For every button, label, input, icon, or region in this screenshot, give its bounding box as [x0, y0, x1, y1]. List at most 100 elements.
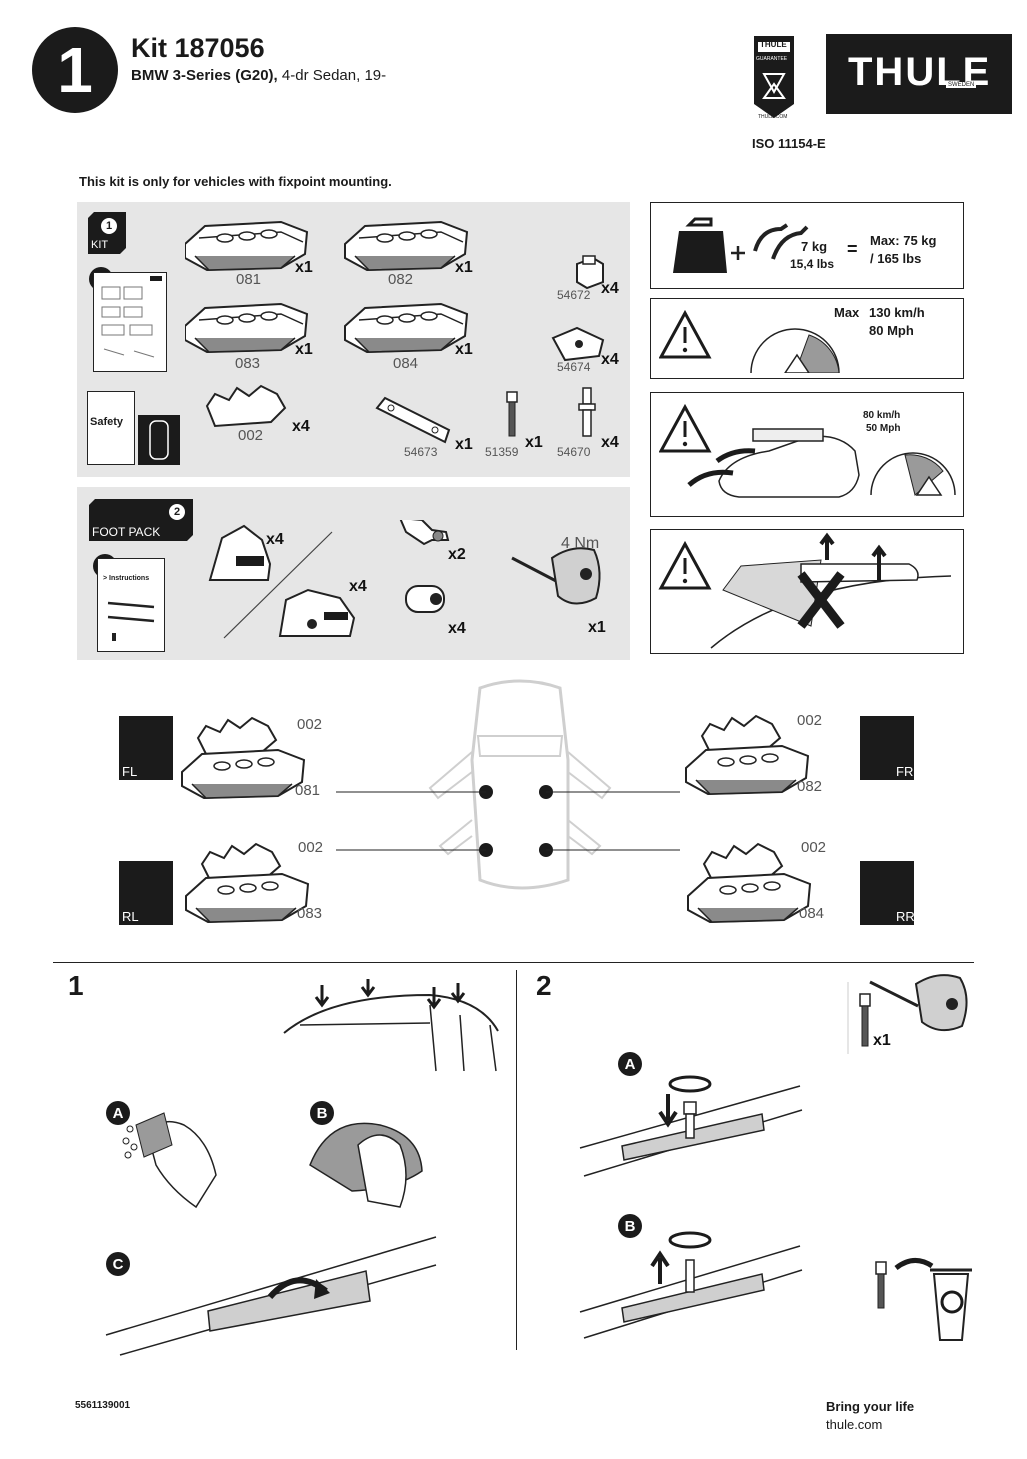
vehicle-detail: 4-dr Sedan, 19- — [277, 67, 387, 84]
fl-pad-code: 002 — [297, 716, 323, 733]
screw-qty: x1 — [873, 1032, 891, 1049]
roof-rack-weight: 7 kg — [801, 239, 828, 254]
step-1b-badge: B — [310, 1101, 334, 1125]
foot-pack-badge-label: FOOT PACK — [92, 525, 161, 539]
speed-limit-box: Max 130 km/h 80 Mph — [650, 298, 964, 379]
part-54670-code: 54670 — [557, 445, 591, 459]
part-082-qty: x1 — [455, 259, 473, 276]
foot-instructions-booklet: > Instructions — [97, 558, 165, 652]
fl-block-code: 081 — [295, 782, 321, 799]
foot-pack-badge: 2 FOOT PACK — [89, 499, 193, 541]
placement-diagram — [181, 679, 811, 923]
crosswind-warning-box: 80 km/h 50 Mph — [650, 392, 964, 517]
safety-booklet-icon: Safety — [87, 391, 135, 465]
safety-car-diagram — [138, 415, 180, 465]
badge-bottom-text: THULE.COM — [758, 114, 788, 120]
block-083-drawing — [185, 303, 308, 353]
roof-rack-weight-lbs: 15,4 lbs — [790, 257, 835, 271]
fixpoint-note: This kit is only for vehicles with fixpo… — [79, 174, 392, 189]
weight-limit-box: 7 kg 15,4 lbs = Max: 75 kg / 165 lbs — [650, 202, 964, 289]
part-002-qty: x4 — [292, 418, 310, 435]
website-link[interactable]: thule.com — [826, 1417, 883, 1432]
safety-label: Safety — [90, 416, 124, 428]
guarantee-badge: THULE GUARANTEE THULE.COM — [752, 34, 796, 122]
equals-sign: = — [847, 239, 858, 259]
step-2-number: 2 — [536, 970, 552, 1001]
step-1-number: 1 — [68, 970, 84, 1001]
part-083-qty: x1 — [295, 341, 313, 358]
rr-label: RR — [896, 909, 915, 924]
vehicle-model: BMW 3-Series (G20), — [131, 67, 278, 84]
part-002-code: 002 — [238, 427, 264, 444]
rl-label: RL — [122, 909, 139, 924]
step-2-drawing — [579, 974, 972, 1341]
kit-parts-drawing — [185, 221, 605, 444]
block-081-drawing — [185, 221, 308, 271]
max-load-lbs: / 165 lbs — [870, 251, 922, 266]
badge-top-text: THULE — [760, 40, 787, 49]
max-load: Max: 75 kg — [870, 233, 937, 248]
step-2a-badge: A — [618, 1052, 642, 1076]
instructions-label: > Instructions — [103, 575, 150, 582]
slogan: Bring your life — [826, 1399, 915, 1414]
torque-value: 4 Nm — [561, 535, 600, 552]
tool-qty: x1 — [588, 619, 606, 636]
kit-badge: 1 KIT — [88, 212, 126, 254]
speed-kmh: 130 km/h — [869, 305, 925, 320]
no-lift-warning-box — [650, 529, 964, 654]
crosswind-speed-mph: 50 Mph — [866, 423, 901, 434]
part-081-code: 081 — [236, 271, 262, 288]
part-54672-qty: x4 — [601, 280, 619, 297]
part-54673-code: 54673 — [404, 445, 438, 459]
fr-label: FR — [896, 764, 914, 779]
rear-right-tile: RR — [860, 861, 915, 925]
crosswind-speed-kmh: 80 km/h — [863, 410, 901, 421]
kit-title: Kit 187056 — [131, 33, 265, 63]
instruction-booklet-icon — [93, 272, 167, 372]
step-2b-badge: B — [618, 1214, 642, 1238]
foot-1-qty: x4 — [266, 531, 284, 548]
kit-badge-label: KIT — [91, 239, 109, 251]
logo-sub-text: SWEDEN — [946, 82, 977, 88]
rl-pad-code: 002 — [298, 839, 324, 856]
step-divider — [516, 970, 517, 1350]
front-left-tile: FL — [119, 716, 173, 780]
lock-qty: x4 — [448, 620, 466, 637]
key-qty: x2 — [448, 546, 466, 563]
part-083-code: 083 — [235, 355, 261, 372]
section-divider — [53, 962, 974, 963]
part-084-qty: x1 — [455, 341, 473, 358]
vehicle-line: BMW 3-Series (G20), 4-dr Sedan, 19- — [131, 67, 386, 84]
front-right-tile: FR — [860, 716, 914, 780]
part-084-code: 084 — [393, 355, 419, 372]
thule-logo: THULE SWEDEN — [826, 34, 1012, 114]
kit-badge-number: 1 — [101, 218, 117, 234]
badge-mid-text: GUARANTEE — [756, 56, 788, 62]
foot-pack-drawing — [208, 520, 601, 639]
fl-label: FL — [122, 764, 138, 779]
fr-block-code: 082 — [797, 778, 823, 795]
fr-pad-code: 002 — [797, 712, 823, 729]
part-081-qty: x1 — [295, 259, 313, 276]
part-54670-qty: x4 — [601, 434, 619, 451]
part-54674-code: 54674 — [557, 360, 591, 374]
part-51359-qty: x1 — [525, 434, 543, 451]
iso-standard: ISO 11154-E — [752, 136, 826, 151]
part-54673-qty: x1 — [455, 436, 473, 453]
part-54672-code: 54672 — [557, 288, 591, 302]
rr-block-code: 084 — [799, 905, 825, 922]
step-1-drawing — [105, 979, 499, 1356]
part-54674-qty: x4 — [601, 351, 619, 368]
document-number: 5561139001 — [75, 1400, 131, 1411]
logo-text: THULE — [848, 50, 992, 94]
part-51359-code: 51359 — [485, 445, 519, 459]
step-1c-badge: C — [106, 1252, 130, 1276]
part-082-code: 082 — [388, 271, 414, 288]
speed-mph: 80 Mph — [869, 323, 914, 338]
step-number-badge: 1 — [32, 27, 118, 113]
foot-2-qty: x4 — [349, 578, 367, 595]
rr-pad-code: 002 — [801, 839, 827, 856]
step-1a-badge: A — [106, 1101, 130, 1125]
rl-block-code: 083 — [297, 905, 323, 922]
speed-max-label: Max — [834, 305, 860, 320]
